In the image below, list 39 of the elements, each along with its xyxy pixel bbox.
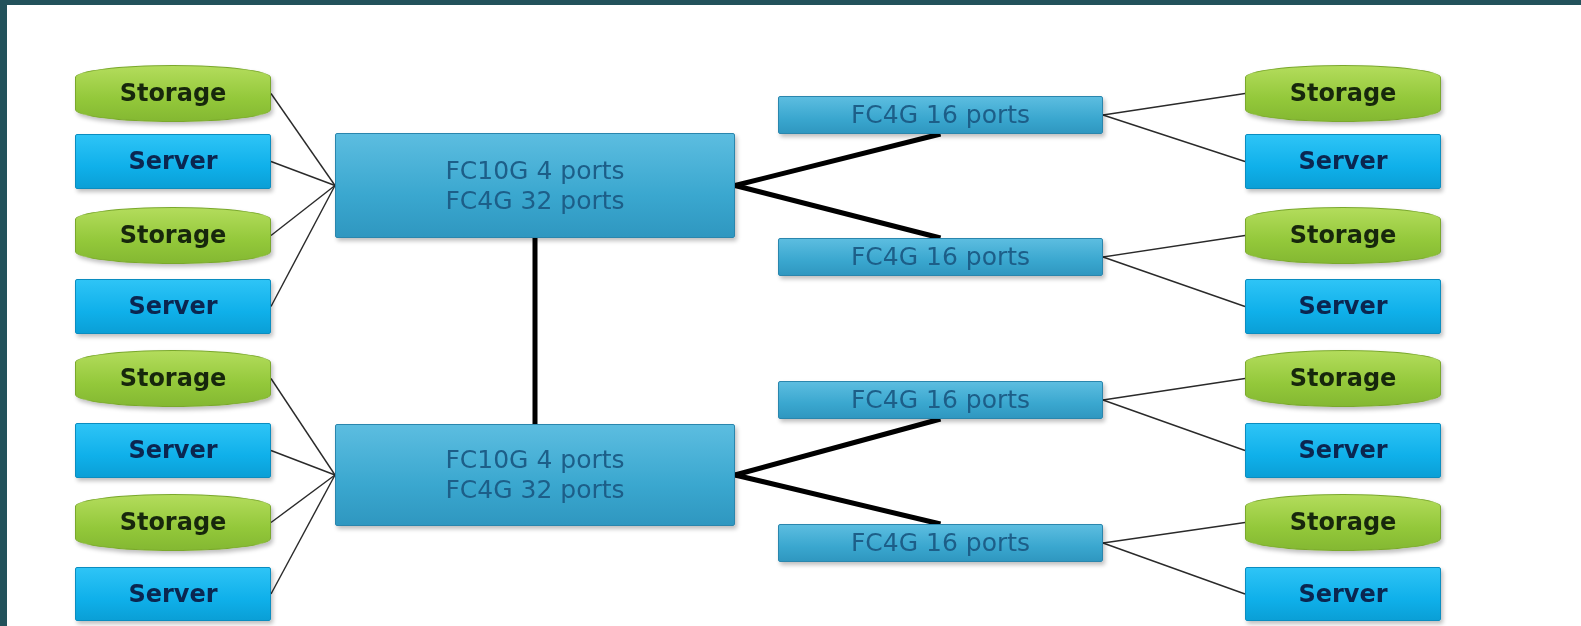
storage-node: Storage (1245, 494, 1441, 551)
server-node: Server (75, 567, 271, 621)
connector-line (270, 474, 336, 595)
storage-node: Storage (75, 494, 271, 551)
connector-line (270, 474, 336, 524)
connector-line (1102, 92, 1246, 116)
connector-line (1102, 521, 1246, 544)
server-node: Server (1245, 567, 1441, 621)
storage-node: Storage (1245, 350, 1441, 407)
connector-line (1102, 114, 1246, 163)
storage-node: Storage (75, 207, 271, 264)
storage-node: Storage (1245, 207, 1441, 264)
connector-line (270, 92, 336, 187)
connector-line (270, 449, 336, 476)
connector-line (270, 160, 336, 187)
storage-node: Storage (75, 65, 271, 122)
connector-line (1102, 399, 1246, 452)
server-node: Server (1245, 423, 1441, 478)
connector-line (270, 184, 336, 308)
server-node: Server (75, 423, 271, 478)
server-node: Server (1245, 134, 1441, 189)
core-switch-box: FC10G 4 ports FC4G 32 ports (335, 133, 735, 238)
edge-switch-box: FC4G 16 ports (778, 96, 1103, 134)
connector-line (1102, 256, 1246, 308)
connector-line (1102, 377, 1246, 401)
connector-line (532, 238, 538, 424)
edge-switch-box: FC4G 16 ports (778, 238, 1103, 276)
storage-node: Storage (1245, 65, 1441, 122)
server-node: Server (75, 134, 271, 189)
connector-line (270, 184, 336, 237)
connector-line (270, 377, 336, 476)
server-node: Server (1245, 279, 1441, 334)
storage-node: Storage (75, 350, 271, 407)
core-switch-box: FC10G 4 ports FC4G 32 ports (335, 424, 735, 526)
edge-switch-box: FC4G 16 ports (778, 381, 1103, 419)
connector-line (1102, 542, 1246, 595)
connector-line (1102, 234, 1246, 258)
edge-switch-box: FC4G 16 ports (778, 524, 1103, 562)
server-node: Server (75, 279, 271, 334)
